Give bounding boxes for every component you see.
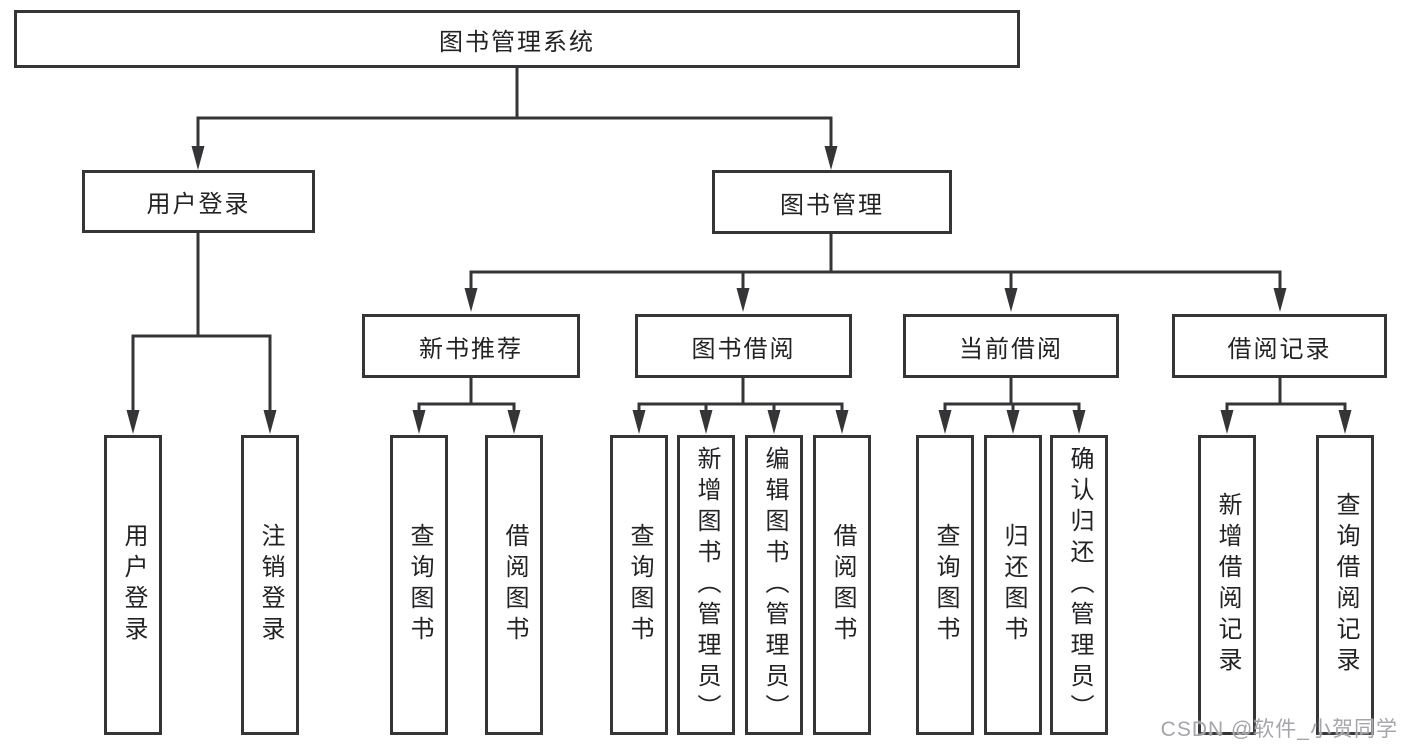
node-new-book-recommend-label: 新书推荐 bbox=[419, 335, 523, 363]
leaf-borrow-books-recommend-label: 借阅图书 bbox=[501, 523, 528, 647]
node-book-management: 图书管理 bbox=[712, 170, 952, 234]
leaf-query-books-borrowing: 查询图书 bbox=[610, 435, 668, 735]
node-library-management-system-label: 图书管理系统 bbox=[439, 28, 595, 56]
leaf-add-books-admin-label: 新增图书（管理员） bbox=[693, 445, 720, 725]
node-user-login-label: 用户登录 bbox=[146, 191, 251, 218]
leaf-user-login-label: 用户登录 bbox=[120, 523, 147, 647]
leaf-query-borrow-record: 查询借阅记录 bbox=[1316, 435, 1374, 735]
node-user-login: 用户登录 bbox=[82, 170, 315, 233]
csdn-watermark: CSDN @软件_小贺同学 bbox=[1160, 718, 1398, 741]
connector-edges bbox=[131, 66, 1347, 416]
node-book-borrowing: 图书借阅 bbox=[635, 314, 852, 378]
leaf-add-borrow-record: 新增借阅记录 bbox=[1198, 435, 1256, 735]
node-book-management-label: 图书管理 bbox=[780, 191, 884, 219]
leaf-borrow-books-recommend: 借阅图书 bbox=[485, 435, 543, 735]
leaf-borrow-books-borrowing: 借阅图书 bbox=[813, 435, 871, 735]
leaf-return-books: 归还图书 bbox=[984, 435, 1042, 735]
arrowheads bbox=[126, 146, 1352, 434]
node-book-borrowing-label: 图书借阅 bbox=[691, 335, 796, 363]
node-borrowing-records-label: 借阅记录 bbox=[1227, 335, 1332, 363]
leaf-query-books-borrowing-label: 查询图书 bbox=[626, 523, 653, 647]
leaf-logout-label: 注销登录 bbox=[257, 523, 284, 647]
node-current-borrowing-label: 当前借阅 bbox=[959, 335, 1063, 363]
leaf-add-borrow-record-label: 新增借阅记录 bbox=[1214, 492, 1241, 678]
leaf-return-books-label: 归还图书 bbox=[1000, 523, 1027, 647]
leaf-query-books-recommend-label: 查询图书 bbox=[406, 523, 433, 647]
leaf-user-login: 用户登录 bbox=[104, 435, 162, 735]
leaf-confirm-return-admin-label: 确认归还（管理员） bbox=[1066, 445, 1093, 725]
leaf-query-books-recommend: 查询图书 bbox=[390, 435, 448, 735]
node-new-book-recommend: 新书推荐 bbox=[362, 314, 580, 378]
node-library-management-system: 图书管理系统 bbox=[14, 10, 1020, 68]
leaf-add-books-admin: 新增图书（管理员） bbox=[677, 435, 735, 735]
node-borrowing-records: 借阅记录 bbox=[1172, 314, 1387, 378]
leaf-query-books-current-label: 查询图书 bbox=[932, 523, 959, 647]
node-current-borrowing: 当前借阅 bbox=[903, 314, 1119, 378]
leaf-borrow-books-borrowing-label: 借阅图书 bbox=[829, 523, 856, 647]
leaf-query-books-current: 查询图书 bbox=[916, 435, 974, 735]
leaf-edit-books-admin-label: 编辑图书（管理员） bbox=[761, 445, 788, 725]
leaf-logout: 注销登录 bbox=[241, 435, 299, 735]
leaf-query-borrow-record-label: 查询借阅记录 bbox=[1332, 492, 1359, 678]
leaf-confirm-return-admin: 确认归还（管理员） bbox=[1050, 435, 1108, 735]
leaf-edit-books-admin: 编辑图书（管理员） bbox=[745, 435, 803, 735]
